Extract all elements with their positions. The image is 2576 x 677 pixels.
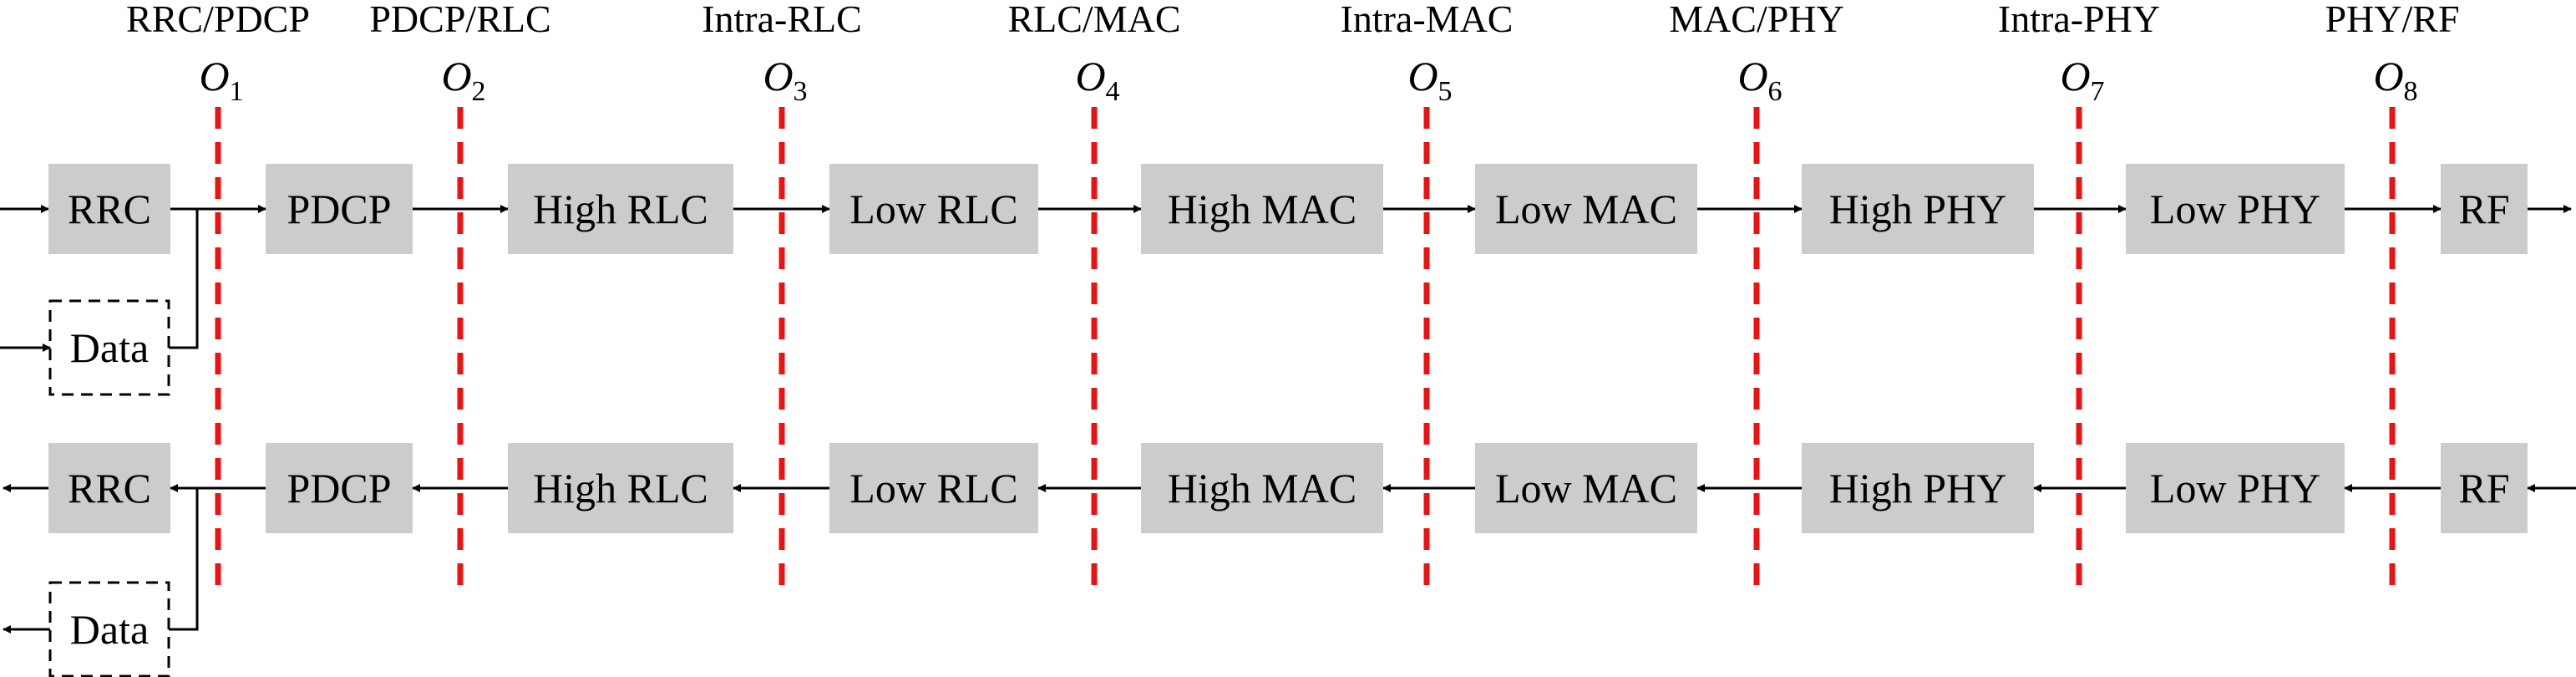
block-box — [266, 443, 413, 533]
data-box-border — [48, 581, 170, 677]
block-box — [2441, 164, 2528, 254]
block-high-phy-bottom: High PHY — [1802, 443, 2034, 533]
split-title-intra-phy: Intra-PHY — [1998, 0, 2160, 40]
split-symbol-o3: O3 — [763, 53, 807, 107]
block-label: Low PHY — [2150, 465, 2320, 512]
block-rf-top: RF — [2441, 164, 2528, 254]
block-label: High PHY — [1829, 465, 2007, 512]
block-label: Low RLC — [849, 186, 1017, 232]
block-high-rlc-top: High RLC — [508, 164, 733, 254]
block-high-phy-top: High PHY — [1802, 164, 2034, 254]
block-rrc-bottom: RRC — [48, 443, 170, 533]
block-box — [1475, 443, 1697, 533]
block-label: RRC — [68, 465, 151, 512]
block-box — [829, 164, 1038, 254]
block-label: Low MAC — [1495, 465, 1677, 512]
split-lines-layer — [215, 107, 2396, 585]
split-title-intra-mac: Intra-MAC — [1341, 0, 1514, 40]
block-rrc-top: RRC — [48, 164, 170, 254]
block-low-phy-bottom: Low PHY — [2126, 443, 2345, 533]
block-label: High PHY — [1829, 186, 2007, 232]
block-high-rlc-bottom: High RLC — [508, 443, 733, 533]
data-connector-top — [169, 209, 199, 349]
split-symbol-o7: O7 — [2060, 53, 2104, 107]
block-box — [1141, 443, 1383, 533]
data-box-label: Data — [70, 606, 149, 653]
split-symbol-o5: O5 — [1407, 53, 1452, 107]
block-box — [2126, 164, 2345, 254]
block-label: RRC — [68, 186, 151, 232]
block-low-rlc-bottom: Low RLC — [829, 443, 1038, 533]
split-title-mac-phy: MAC/PHY — [1669, 0, 1844, 40]
split-title-rlc-mac: RLC/MAC — [1007, 0, 1180, 40]
block-rf-bottom: RF — [2441, 443, 2528, 533]
block-high-mac-top: High MAC — [1141, 164, 1383, 254]
split-symbol-o1: O1 — [199, 53, 243, 107]
block-low-rlc-top: Low RLC — [829, 164, 1038, 254]
block-label: Low PHY — [2150, 186, 2320, 232]
split-symbol-o4: O4 — [1075, 53, 1119, 107]
split-symbol-o2: O2 — [441, 53, 485, 107]
split-title-pdcp-rlc: PDCP/RLC — [369, 0, 550, 40]
block-label: High RLC — [533, 465, 708, 512]
split-symbol-o6: O6 — [1737, 53, 1782, 107]
block-pdcp-top: PDCP — [266, 164, 413, 254]
block-low-mac-top: Low MAC — [1475, 164, 1697, 254]
block-label: PDCP — [287, 465, 391, 512]
blocks-layer: RRC PDCP High RLC Low RLC High MAC Low MAC Hig… — [48, 164, 2528, 677]
block-label: High RLC — [533, 186, 708, 232]
split-title-intra-rlc: Intra-RLC — [702, 0, 862, 40]
split-labels-layer: RRC/PDCP O1 PDCP/RLC O2 Intra-RLC O3 RLC/MAC O4… — [126, 0, 2459, 107]
block-pdcp-bottom: PDCP — [266, 443, 413, 533]
block-box — [1802, 443, 2034, 533]
block-box — [48, 164, 170, 254]
block-high-mac-bottom: High MAC — [1141, 443, 1383, 533]
block-box — [1802, 164, 2034, 254]
data-connector-bottom — [169, 488, 199, 631]
block-box — [508, 443, 733, 533]
block-box — [829, 443, 1038, 533]
block-box — [2441, 443, 2528, 533]
block-label: RF — [2458, 186, 2509, 232]
block-box — [48, 443, 170, 533]
block-box — [1141, 164, 1383, 254]
block-label: RF — [2458, 465, 2509, 512]
block-box — [1475, 164, 1697, 254]
data-box-bottom: Data — [48, 581, 170, 677]
split-title-rrc-pdcp: RRC/PDCP — [126, 0, 310, 40]
data-box-border — [48, 299, 170, 396]
block-label: High MAC — [1168, 465, 1356, 512]
block-box — [2126, 443, 2345, 533]
block-label: PDCP — [287, 186, 391, 232]
block-low-mac-bottom: Low MAC — [1475, 443, 1697, 533]
block-low-phy-top: Low PHY — [2126, 164, 2345, 254]
block-box — [508, 164, 733, 254]
split-symbol-o8: O8 — [2373, 53, 2417, 107]
split-title-phy-rf: PHY/RF — [2325, 0, 2459, 40]
block-label: Low RLC — [849, 465, 1017, 512]
block-label: Low MAC — [1495, 186, 1677, 232]
block-box — [266, 164, 413, 254]
data-box-label: Data — [70, 324, 149, 371]
data-box-top: Data — [48, 299, 170, 396]
block-label: High MAC — [1168, 186, 1356, 232]
arrows-layer — [0, 205, 2576, 634]
